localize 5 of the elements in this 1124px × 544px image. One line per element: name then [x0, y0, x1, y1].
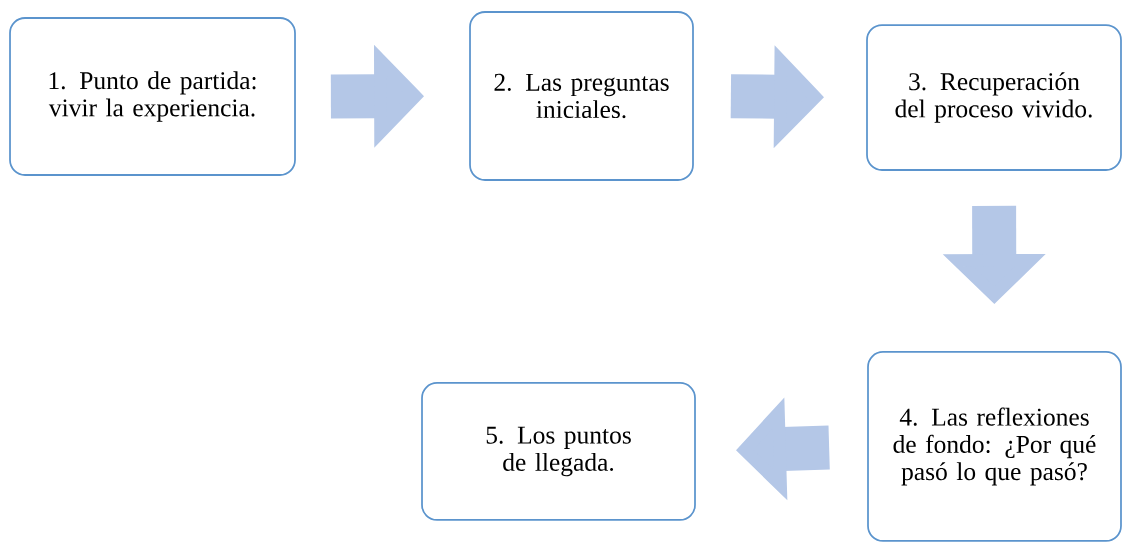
process-box: 4. Las reflexiones de fondo: ¿Por qué pasó lo que pasó? — [867, 351, 1122, 542]
process-box: 5. Los puntos de llegada. — [421, 382, 696, 521]
process-box: 3. Recuperación del proceso vivido. — [866, 24, 1122, 171]
process-box: 2. Las preguntas iniciales. — [469, 11, 694, 181]
process-box: 1. Punto de partida: vivir la experiencia. — [9, 17, 296, 176]
